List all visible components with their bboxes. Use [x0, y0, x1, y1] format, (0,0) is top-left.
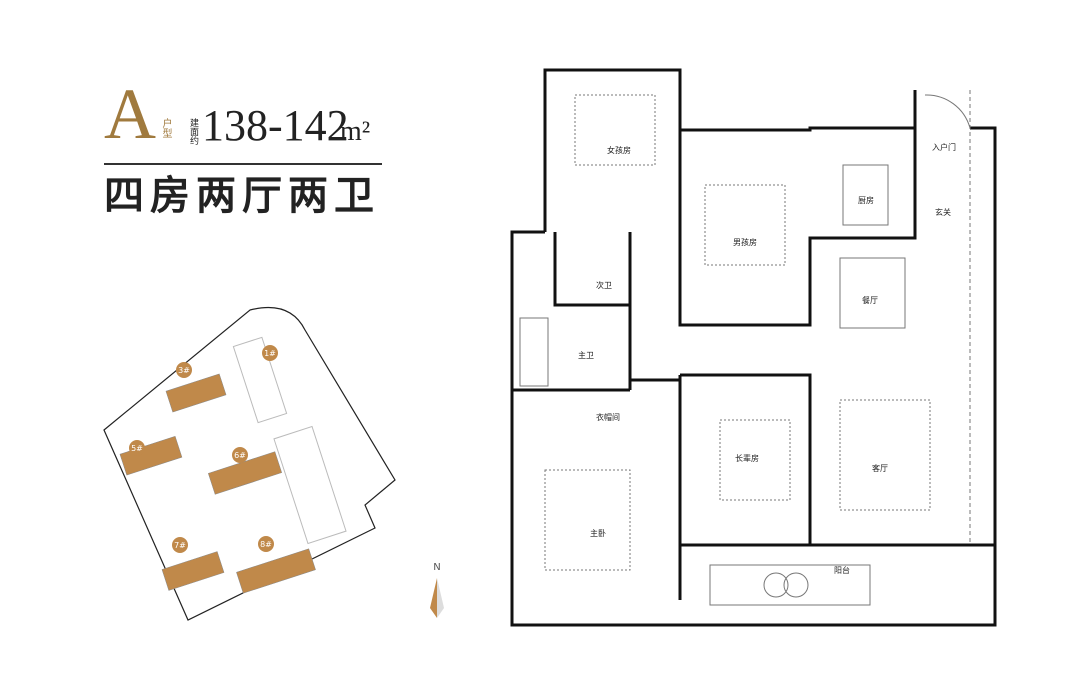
badge-7 [172, 537, 188, 553]
building-1 [232, 336, 288, 424]
room-second-bath: 次卫 [596, 281, 612, 290]
building-7 [161, 551, 225, 591]
label-8: 8# [260, 540, 272, 549]
compass-label: N [433, 562, 440, 573]
badge-6 [232, 447, 248, 463]
label-5: 5# [131, 444, 143, 453]
layout-title: 四房两厅两卫 [104, 172, 380, 219]
unit-type-letter: A [104, 74, 156, 154]
divider [104, 163, 382, 165]
room-boy: 男孩房 [733, 238, 757, 247]
badge-1 [262, 345, 278, 361]
room-girl: 女孩房 [607, 146, 631, 155]
label-1: 1# [264, 349, 276, 358]
room-living: 客厅 [872, 464, 888, 473]
label-6: 6# [234, 451, 246, 460]
entry-door: 入户门 [932, 143, 956, 152]
site-boundary [103, 306, 396, 621]
area-unit: m² [340, 116, 371, 147]
area-prefix: 建面约 [188, 118, 198, 145]
compass-arrow-icon [430, 578, 437, 618]
room-kitchen: 厨房 [858, 196, 874, 205]
building-3 [165, 373, 227, 413]
floor-plan-walls [510, 68, 997, 627]
area-value: 138-142 [202, 101, 349, 150]
unit-type-suffix: 户型 [160, 118, 171, 138]
building-8 [236, 548, 316, 594]
amenity-block [273, 425, 347, 545]
label-3: 3# [178, 366, 190, 375]
label-7: 7# [174, 541, 186, 550]
room-dining: 餐厅 [862, 296, 878, 305]
building-5 [119, 435, 183, 476]
badge-8 [258, 536, 274, 552]
room-master: 主卧 [590, 529, 606, 538]
room-balcony: 阳台 [834, 566, 850, 575]
room-closet: 衣帽间 [596, 413, 620, 422]
badge-5 [129, 440, 145, 456]
badge-3 [176, 362, 192, 378]
room-foyer: 玄关 [935, 208, 951, 217]
room-elder: 长辈房 [735, 454, 759, 463]
room-master-bath: 主卫 [578, 351, 594, 360]
compass-arrow-shade [437, 578, 444, 618]
furniture [519, 90, 971, 606]
